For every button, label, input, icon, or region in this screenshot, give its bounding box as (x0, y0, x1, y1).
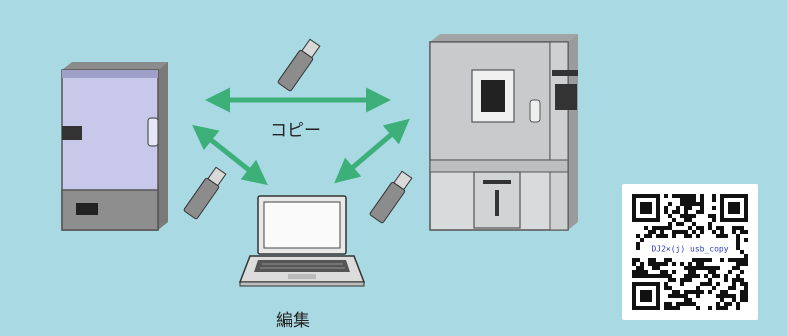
left-cabinet-device (61, 62, 168, 231)
usb-stick-icon (277, 38, 321, 92)
arrow-left-laptop (192, 124, 268, 186)
arrow-right-laptop (334, 118, 410, 184)
test-chamber-device (429, 34, 578, 231)
qr-caption: DJ2×(j) usb_copy (651, 245, 728, 254)
usb-stick-icon (369, 170, 413, 224)
qr-code[interactable]: DJ2×(j) usb_copy (622, 184, 758, 320)
laptop-device (238, 195, 366, 287)
usb-stick-icon (183, 166, 227, 220)
qr-code-image: DJ2×(j) usb_copy (632, 194, 748, 310)
copy-label: コピー (270, 121, 321, 141)
edit-label: 編集 (276, 311, 310, 331)
